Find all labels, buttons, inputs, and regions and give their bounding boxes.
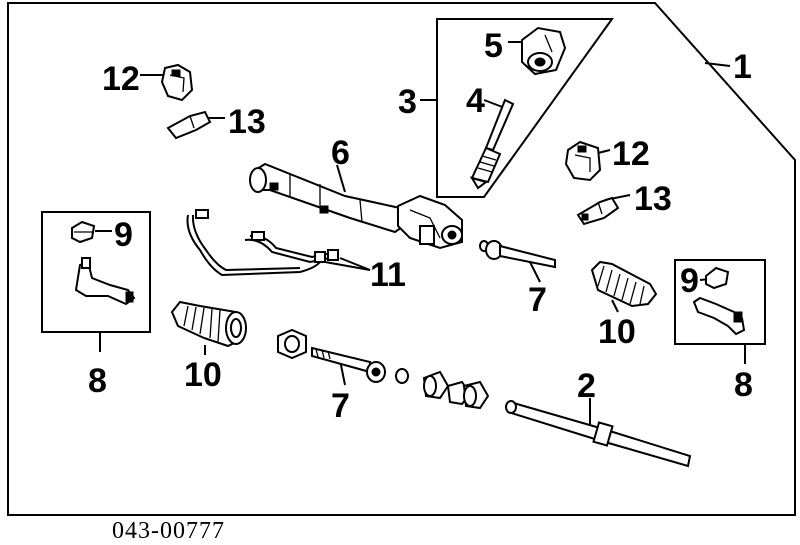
callout-9a: 9 bbox=[114, 216, 133, 254]
tie-rod-end-8-left bbox=[74, 257, 136, 306]
feed-lines-11 bbox=[186, 209, 339, 277]
tie-rod-boot-9-left bbox=[71, 220, 96, 244]
callout-7a: 7 bbox=[528, 281, 547, 319]
callout-12a: 12 bbox=[102, 60, 140, 98]
callout-4: 4 bbox=[466, 82, 485, 120]
callout-7b: 7 bbox=[331, 387, 350, 425]
rack-housing-6 bbox=[249, 162, 463, 250]
callout-2: 2 bbox=[577, 367, 596, 405]
mount-bracket-13-right bbox=[576, 196, 620, 226]
assembly-outline bbox=[7, 2, 796, 516]
callout-labels: 1 2 3 4 5 6 7 7 8 8 9 9 10 10 11 12 12 1… bbox=[88, 27, 753, 425]
tie-rod-end-box-left bbox=[41, 211, 151, 333]
rack-bushings bbox=[395, 368, 490, 410]
callout-3: 3 bbox=[398, 83, 417, 121]
pinion-shaft-4 bbox=[469, 98, 515, 190]
callout-9b: 9 bbox=[680, 262, 699, 300]
boot-10-left bbox=[170, 300, 247, 348]
diagram-code: 043-00777 bbox=[112, 518, 225, 544]
callout-10a: 10 bbox=[184, 356, 222, 394]
callout-10b: 10 bbox=[598, 313, 636, 351]
clamp-bracket-12-left bbox=[160, 63, 194, 102]
valve-housing-5 bbox=[521, 26, 567, 76]
mount-bracket-13-left bbox=[166, 110, 212, 140]
inner-tie-rod-7-upper bbox=[479, 240, 556, 269]
callout-6: 6 bbox=[331, 134, 350, 172]
callout-1: 1 bbox=[733, 48, 752, 86]
boot-10-right bbox=[590, 260, 658, 308]
callout-8a: 8 bbox=[88, 362, 107, 400]
tie-rod-boot-9-right bbox=[705, 266, 730, 290]
steering-rack-2 bbox=[505, 400, 692, 468]
callout-8b: 8 bbox=[734, 366, 753, 404]
clamp-bracket-12-right bbox=[564, 140, 602, 182]
callout-11: 11 bbox=[370, 256, 406, 294]
callout-12b: 12 bbox=[612, 135, 650, 173]
inner-tie-rod-7-lower bbox=[277, 328, 386, 383]
tie-rod-end-box-right bbox=[674, 259, 766, 345]
callout-13a: 13 bbox=[228, 103, 266, 141]
callout-13b: 13 bbox=[634, 180, 672, 218]
valve-group-box bbox=[436, 18, 614, 198]
tie-rod-end-8-right bbox=[692, 296, 746, 336]
callout-5: 5 bbox=[484, 27, 503, 65]
